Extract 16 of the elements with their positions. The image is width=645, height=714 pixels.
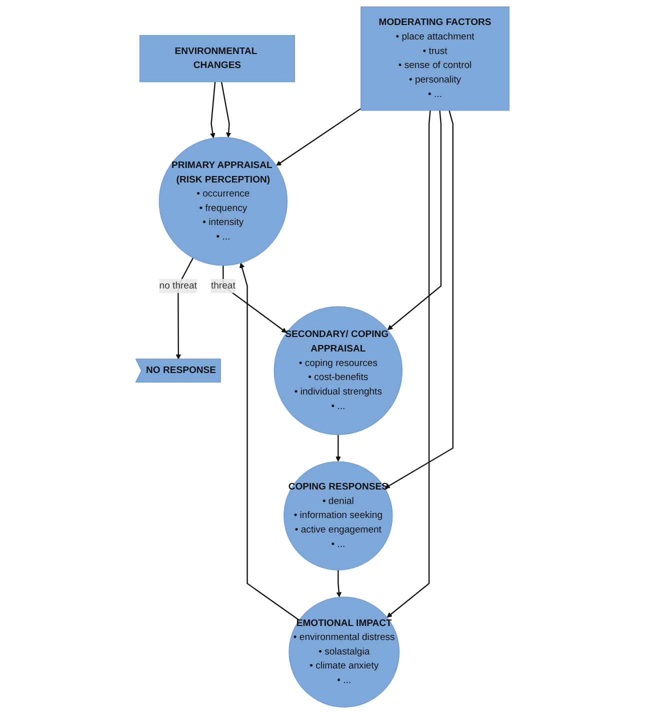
node-box: MODERATING FACTORS • place attachment • trust • sense of control • personality • ... xyxy=(360,6,510,111)
node-circle: SECONDARY/ COPING APPRAISAL • coping resources • cost-benefits • individual strenghts • ... xyxy=(274,306,403,435)
edge-label: no threat xyxy=(159,280,197,291)
arrow xyxy=(220,82,232,138)
arrow xyxy=(240,262,300,621)
arrow xyxy=(210,82,216,138)
arrow xyxy=(276,108,362,166)
arrow xyxy=(336,434,341,462)
arrow xyxy=(386,110,431,618)
arrow xyxy=(336,570,342,598)
node-box: ENVIRONMENTAL CHANGES xyxy=(139,35,296,82)
node-circle: PRIMARY APPRAISAL (RISK PERCEPTION) • occurrence • frequency • intensity • ... xyxy=(158,137,288,266)
arrow xyxy=(384,110,454,488)
arrow xyxy=(387,110,442,330)
node-circle: EMOTIONAL IMPACT • environmental distress • solastalgia • climate anxiety • ... xyxy=(288,596,400,708)
edge-label: threat xyxy=(211,280,236,291)
